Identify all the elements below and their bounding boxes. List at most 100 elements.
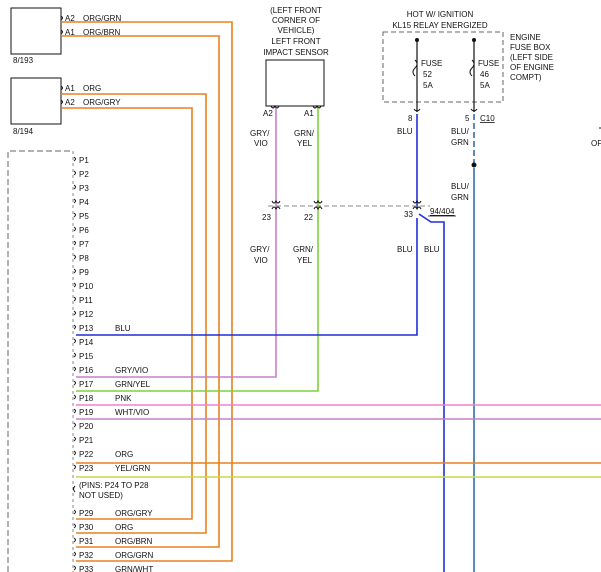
- sensor-pin-a1: A1: [304, 109, 314, 118]
- sensor-title-1: (LEFT FRONT: [270, 6, 322, 15]
- sensor-wires: [76, 108, 319, 392]
- blue-wires: [76, 114, 475, 572]
- module-pin-wire: GRN/WHT: [115, 565, 153, 572]
- module-pin-wire: WHT/VIO: [115, 408, 149, 417]
- fusebox-line-2: FUSE BOX: [510, 43, 551, 52]
- c194-pin2: A2: [65, 98, 75, 107]
- module-pin-wire: PNK: [115, 394, 132, 403]
- module-pin-label: P4: [79, 198, 89, 207]
- module-pin-label: P23: [79, 464, 94, 473]
- module-pin-label: P30: [79, 523, 94, 532]
- c194-pin1: A1: [65, 84, 75, 93]
- junction-pin-22: 22: [304, 213, 313, 222]
- sensor-wire-left-2: VIO: [254, 139, 268, 148]
- module-pin-label: P21: [79, 436, 94, 445]
- sensor-title-2: CORNER OF: [272, 16, 320, 25]
- module-pin-label: P32: [79, 551, 94, 560]
- fuse46-number: 46: [480, 70, 489, 79]
- right-going-wires: [76, 404, 601, 478]
- fusebox-line-3: (LEFT SIDE: [510, 53, 553, 62]
- c194-wire1: ORG: [83, 84, 101, 93]
- fuse46-wire-2: GRN: [451, 138, 469, 147]
- connector-8-193: A2 ORG/GRN A1 ORG/BRN 8/193: [10, 7, 121, 65]
- fusebox-line-5: COMPT): [510, 73, 542, 82]
- orange-wires: [61, 21, 233, 562]
- not-used-line-1: (PINS: P24 TO P28: [79, 481, 149, 490]
- module-pin-label: P11: [79, 296, 93, 305]
- impact-sensor: (LEFT FRONT CORNER OF VEHICLE) LEFT FRON…: [250, 6, 329, 148]
- junction-blugrn-1: BLU/: [451, 182, 470, 191]
- module-pin-wire: ORG/GRY: [115, 509, 153, 518]
- not-used-note: (PINS: P24 TO P28 NOT USED): [73, 481, 149, 500]
- c193-wire2: ORG/BRN: [83, 28, 121, 37]
- sensor-wire-right-2: YEL: [297, 139, 313, 148]
- module-pin-label: P17: [79, 380, 94, 389]
- fusebox-line-1: ENGINE: [510, 33, 541, 42]
- module-pin-label: P12: [79, 310, 94, 319]
- module-pin-wire: ORG/GRN: [115, 551, 153, 560]
- module-pin-label: P14: [79, 338, 94, 347]
- fuse52-pin: 8: [408, 114, 413, 123]
- module-pin-label: P9: [79, 268, 89, 277]
- c193-pin1: A2: [65, 14, 75, 23]
- edge-label-of: OF: [591, 139, 601, 148]
- module-pin-label: P2: [79, 170, 89, 179]
- c193-id: 8/193: [13, 56, 34, 65]
- c193-pin2: A1: [65, 28, 75, 37]
- module-pin-label: P8: [79, 254, 89, 263]
- splice-dot: [471, 162, 477, 168]
- sensor-wire-right-1: GRN/: [294, 129, 315, 138]
- module-pin-label: P18: [79, 394, 94, 403]
- module-pin-label: P1: [79, 156, 89, 165]
- sensor-title-3: VEHICLE): [278, 26, 315, 35]
- junction-blu-a: BLU: [397, 245, 413, 254]
- junction-blu-b: BLU: [424, 245, 440, 254]
- fuse-box: HOT W/ IGNITION KL15 RELAY ENERGIZED ENG…: [382, 10, 554, 147]
- fuse52-wire: BLU: [397, 127, 413, 136]
- module-pin-label: P16: [79, 366, 94, 375]
- module-pin-label: P31: [79, 537, 94, 546]
- fuse46-connector: C10: [480, 114, 495, 123]
- module-pin-label: P29: [79, 509, 94, 518]
- fuse46-pin: 5: [465, 114, 470, 123]
- sensor-title-5: IMPACT SENSOR: [263, 48, 329, 57]
- module-pin-label: P33: [79, 565, 94, 572]
- not-used-line-2: NOT USED): [79, 491, 123, 500]
- module-pin-wire: ORG: [115, 450, 133, 459]
- connector-8-194: A1 ORG A2 ORG/GRY 8/194: [10, 77, 121, 136]
- c193-wire1: ORG/GRN: [83, 14, 121, 23]
- module-pin-label: P5: [79, 212, 89, 221]
- module-pin-label: P20: [79, 422, 94, 431]
- module-pin-wire: YEL/GRN: [115, 464, 150, 473]
- module-pin-label: P7: [79, 240, 89, 249]
- module-pin-label: P19: [79, 408, 94, 417]
- fuse52-label: FUSE: [421, 59, 442, 68]
- module-pin-wire: GRY/VIO: [115, 366, 148, 375]
- module-pin-label: P15: [79, 352, 94, 361]
- junction-connector: 23 22 33 94/404 GRY/ VIO GRN/ YEL BLU BL…: [250, 182, 470, 265]
- junction-right-1: GRN/: [293, 245, 314, 254]
- fuse52-amps: 5A: [423, 81, 433, 90]
- module-pin-label: P13: [79, 324, 94, 333]
- junction-pin-23: 23: [262, 213, 271, 222]
- module-pin-label: P22: [79, 450, 94, 459]
- module-pin-wire: BLU: [115, 324, 131, 333]
- junction-ref: 94/404: [430, 207, 455, 216]
- module-pin-wire: ORG/BRN: [115, 537, 153, 546]
- junction-pin-33: 33: [404, 210, 413, 219]
- module-pin-label: P10: [79, 282, 94, 291]
- junction-left-2: VIO: [254, 256, 268, 265]
- hot-line-1: HOT W/ IGNITION: [407, 10, 474, 19]
- sensor-title-4: LEFT FRONT: [271, 37, 320, 46]
- fuse46-wire-1: BLU/: [451, 127, 470, 136]
- sensor-wire-left-1: GRY/: [250, 129, 270, 138]
- module-pin-label: P6: [79, 226, 89, 235]
- fusebox-line-4: OF ENGINE: [510, 63, 554, 72]
- hot-line-2: KL15 RELAY ENERGIZED: [392, 21, 488, 30]
- junction-blugrn-2: GRN: [451, 193, 469, 202]
- module-pin-wire: GRN/YEL: [115, 380, 151, 389]
- fuse46-amps: 5A: [480, 81, 490, 90]
